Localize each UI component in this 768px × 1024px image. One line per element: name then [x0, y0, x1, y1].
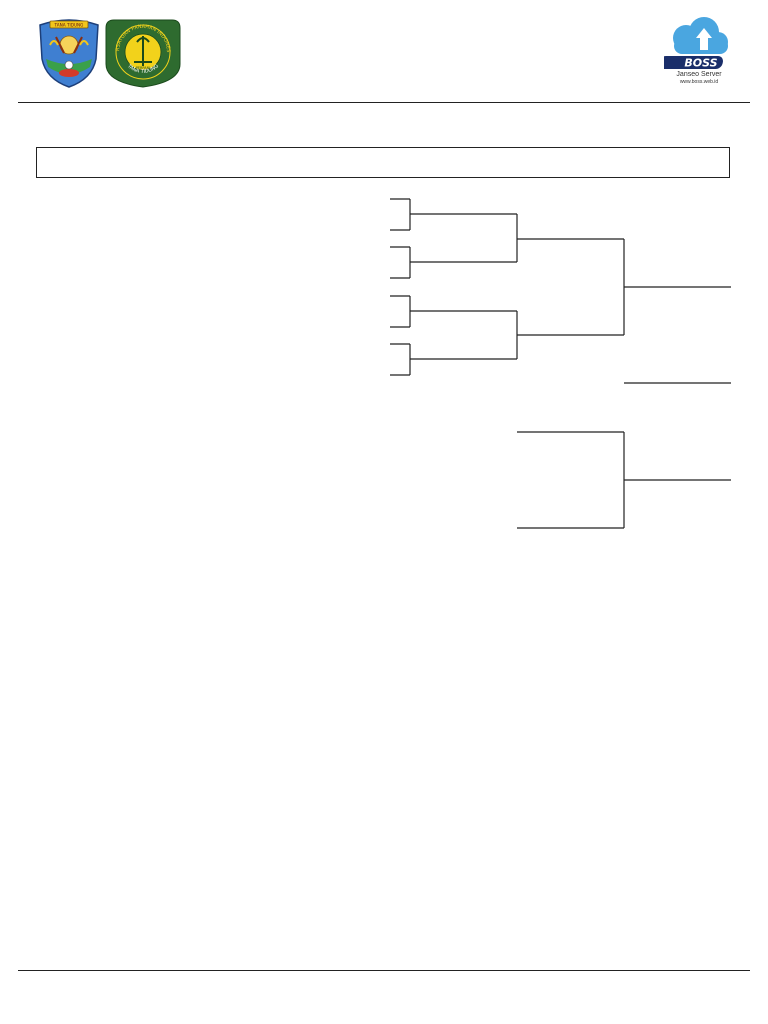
perpani-emblem-logo: PERSATUAN PANAHAN INDONESIA TANA TIDUNG … [104, 16, 181, 88]
header-divider [18, 102, 750, 103]
server-logo: BOSS [664, 17, 728, 70]
bracket-r1-pair-4 [390, 343, 411, 376]
bracket-r2-pair-2 [410, 310, 518, 360]
event-title-box [36, 147, 730, 178]
bracket-r1-pair-2 [390, 246, 411, 279]
server-label: Janseo Server [676, 71, 722, 78]
cloud-upload-icon [673, 17, 728, 54]
server-brand-text: BOSS [684, 57, 717, 70]
server-url: www.boss.web.id [679, 79, 719, 85]
bracket-r2-pair-1 [410, 213, 518, 263]
bracket-semifinal [517, 238, 625, 336]
bracket-r1-pair-1 [390, 198, 411, 231]
bracket-third-place [517, 431, 731, 529]
bracket-r1-pair-3 [390, 295, 411, 328]
regency-crest-logo: TANA TIDUNG [39, 19, 99, 88]
regency-banner-text: TANA TIDUNG [54, 23, 84, 28]
perpani-center-text: PERPANI [136, 66, 150, 70]
footer-divider [18, 970, 750, 971]
